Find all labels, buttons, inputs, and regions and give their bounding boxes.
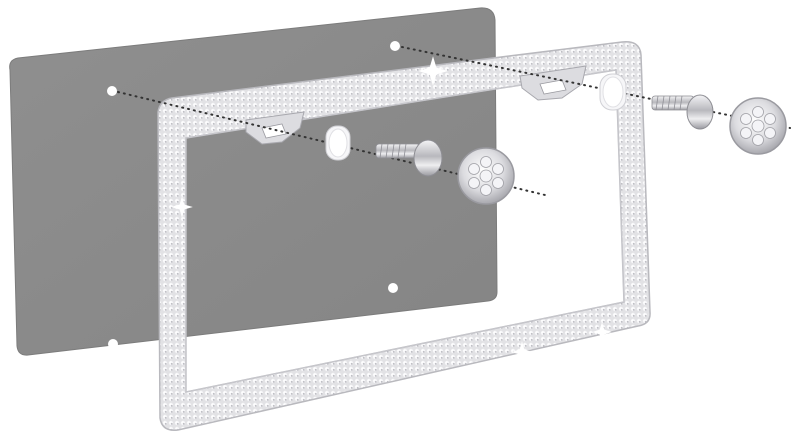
plate-hole-top-right [390, 41, 400, 51]
plate-hole-top-left [107, 86, 117, 96]
screw-left [375, 139, 443, 177]
screw-right [651, 94, 714, 130]
spacer-washer-right [599, 73, 627, 111]
hardware-set-left [325, 125, 515, 205]
hardware-set-right [599, 73, 787, 155]
plate-hole-bottom-left [108, 339, 118, 349]
rhinestone-screw-cap-left [457, 147, 515, 205]
rhinestone-frame [157, 41, 651, 431]
spacer-washer-left [325, 125, 351, 161]
rhinestone-screw-cap-right [729, 97, 787, 155]
backing-plate [9, 7, 498, 356]
plate-hole-bottom-right [388, 283, 398, 293]
